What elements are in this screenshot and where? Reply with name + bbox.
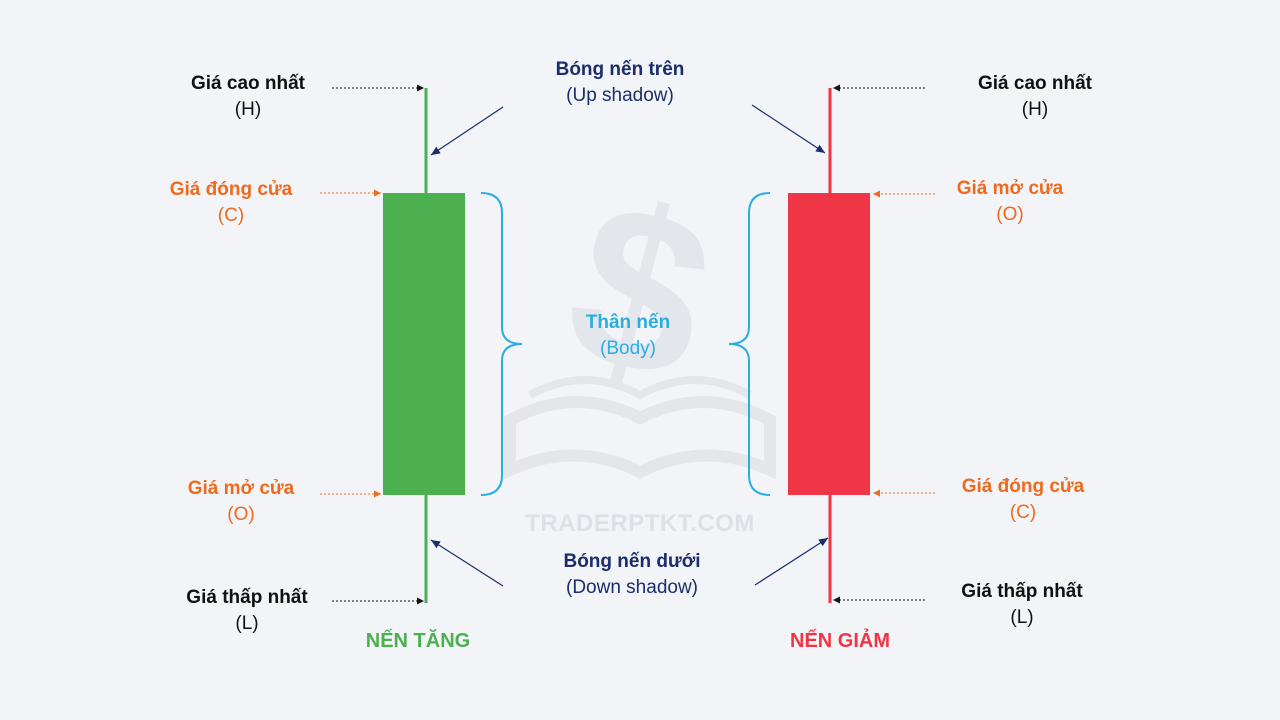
- bear-close-title: Giá đóng cửa: [961, 476, 1085, 497]
- lower-shadow-sub: (Down shadow): [566, 577, 698, 598]
- bull-close-label: Giá đóng cửa (C): [151, 177, 311, 229]
- bull-candle-name: NẾN TĂNG: [365, 630, 471, 652]
- bull-high-sub: (H): [234, 99, 262, 120]
- bear-close-label: Giá đóng cửa (C): [943, 474, 1103, 526]
- bull-low-title: Giá thấp nhất: [186, 587, 308, 608]
- upper-shadow-label: Bóng nến trên (Up shadow): [530, 57, 710, 109]
- lower-shadow-title: Bóng nến dưới: [563, 551, 701, 572]
- body-label: Thân nến (Body): [548, 310, 708, 362]
- bull-body: [383, 193, 465, 495]
- upper-shadow-sub: (Up shadow): [566, 85, 674, 106]
- svg-text:$: $: [545, 150, 735, 431]
- upper-shadow-arrow-right: [751, 104, 826, 154]
- bull-open-title: Giá mở cửa: [187, 478, 295, 499]
- bull-low-label: Giá thấp nhất (L): [162, 585, 332, 637]
- bear-high-label: Giá cao nhất (H): [955, 71, 1115, 123]
- bear-open-title: Giá mở cửa: [956, 178, 1064, 199]
- bear-open-label: Giá mở cửa (O): [930, 176, 1090, 228]
- body-brace-right: [728, 192, 771, 496]
- bull-open-sub: (O): [227, 504, 255, 525]
- bull-open-label: Giá mở cửa (O): [161, 476, 321, 528]
- upper-shadow-arrow-left: [430, 106, 504, 156]
- body-title: Thân nến: [585, 312, 671, 333]
- bull-high-label: Giá cao nhất (H): [168, 71, 328, 123]
- bear-candle-name: NẾN GIẢM: [790, 630, 890, 652]
- bear-high-sub: (H): [1021, 99, 1049, 120]
- bear-low-title: Giá thấp nhất: [961, 581, 1083, 602]
- bull-low-sub: (L): [235, 613, 259, 634]
- bear-open-sub: (O): [996, 204, 1024, 225]
- body-brace-left: [480, 192, 523, 496]
- upper-shadow-title: Bóng nến trên: [555, 59, 685, 80]
- lower-shadow-label: Bóng nến dưới (Down shadow): [532, 549, 732, 601]
- lower-shadow-arrow-right: [754, 537, 829, 586]
- bear-body: [788, 193, 870, 495]
- bull-high-title: Giá cao nhất: [190, 73, 306, 94]
- bear-low-label: Giá thấp nhất (L): [937, 579, 1107, 631]
- bull-close-sub: (C): [217, 205, 245, 226]
- bear-high-title: Giá cao nhất: [977, 73, 1093, 94]
- bear-close-sub: (C): [1009, 502, 1037, 523]
- lower-shadow-arrow-left: [430, 539, 504, 587]
- body-sub: (Body): [600, 338, 656, 359]
- watermark-text: TRADERPTKT.COM: [525, 510, 755, 537]
- bull-close-title: Giá đóng cửa: [169, 179, 293, 200]
- bear-low-sub: (L): [1010, 607, 1034, 628]
